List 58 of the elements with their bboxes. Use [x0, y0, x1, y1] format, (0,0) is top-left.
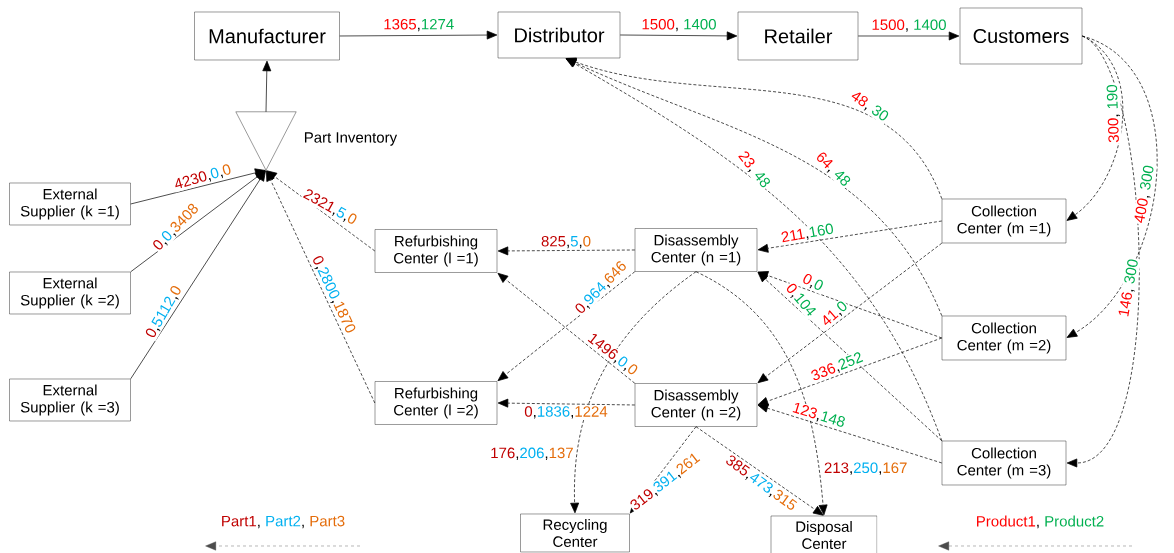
process-box: Distributor	[497, 11, 621, 59]
edge-label: 300, 190	[1105, 83, 1122, 144]
edge-label: 1365,1274	[382, 17, 456, 33]
arrow	[695, 426, 824, 516]
edge-label: 2321,5,0	[300, 186, 360, 229]
edge-label: 0,1836,1224	[523, 405, 609, 420]
edge-label: 176,206,137	[489, 446, 575, 461]
process-box: External Supplier (k =1)	[9, 182, 131, 226]
arrow	[266, 170, 376, 404]
arrow	[757, 337, 943, 406]
edge-label: 400, 300	[1132, 163, 1158, 226]
edge-label: 213,250,167	[823, 461, 909, 476]
edge-label: 1500, 1400	[870, 18, 948, 33]
arrow	[757, 271, 943, 442]
inventory-triangle: Part Inventory	[235, 111, 398, 171]
arrow	[695, 271, 828, 516]
edge-label: 146, 300	[1116, 257, 1142, 319]
edge-label: 64, 48	[812, 149, 854, 191]
arrow	[1066, 35, 1157, 338]
legend-label: Part1, Part2, Part3	[222, 515, 345, 529]
arrow	[757, 242, 943, 384]
legend-label: Product1, Product2	[977, 515, 1104, 529]
edge-label: 0,2800,1870	[308, 252, 359, 337]
arrow	[570, 271, 697, 514]
process-box: Manufacturer	[194, 11, 340, 61]
process-box: Collection Center (m =3)	[941, 440, 1067, 486]
edge-label: 48, 30	[847, 88, 892, 125]
arrow	[130, 170, 266, 380]
edge-label: 4230,0,0	[171, 162, 234, 193]
process-box: Customers	[959, 7, 1083, 65]
process-box: Refurbishing Center (l =2)	[374, 381, 498, 425]
arrow	[757, 220, 943, 253]
arrow	[619, 31, 738, 41]
arrow	[565, 58, 943, 442]
process-box: Collection Center (m =2)	[941, 315, 1067, 361]
process-box: Disassembly Center (n =1)	[634, 228, 758, 272]
node-label: Part Inventory	[304, 132, 398, 146]
edge-label: 825,5,0	[540, 234, 593, 250]
edge-label: 211,160	[779, 221, 836, 246]
arrow	[497, 246, 636, 256]
process-box: Disassembly Center (n =2)	[634, 383, 758, 427]
edge-label: 123,148	[789, 400, 848, 431]
process-box: Disposal Center	[770, 515, 878, 553]
arrow	[1066, 35, 1140, 468]
arrow	[262, 60, 272, 113]
process-box: External Supplier (k =3)	[9, 378, 131, 422]
edge-label: 1500, 1400	[640, 17, 718, 33]
process-box: Recycling Center	[520, 513, 630, 553]
process-box: External Supplier (k =2)	[9, 271, 131, 315]
arrow	[857, 31, 960, 41]
process-box: Refurbishing Center (l =1)	[374, 229, 498, 273]
edge-label: 23, 48	[734, 148, 774, 192]
arrow	[339, 30, 498, 40]
arrow	[757, 403, 943, 464]
process-box: Collection Center (m =1)	[941, 198, 1067, 244]
process-box: Retailer	[737, 11, 859, 61]
arrow	[497, 398, 636, 408]
edge-label: 1496,0,0	[584, 330, 641, 379]
